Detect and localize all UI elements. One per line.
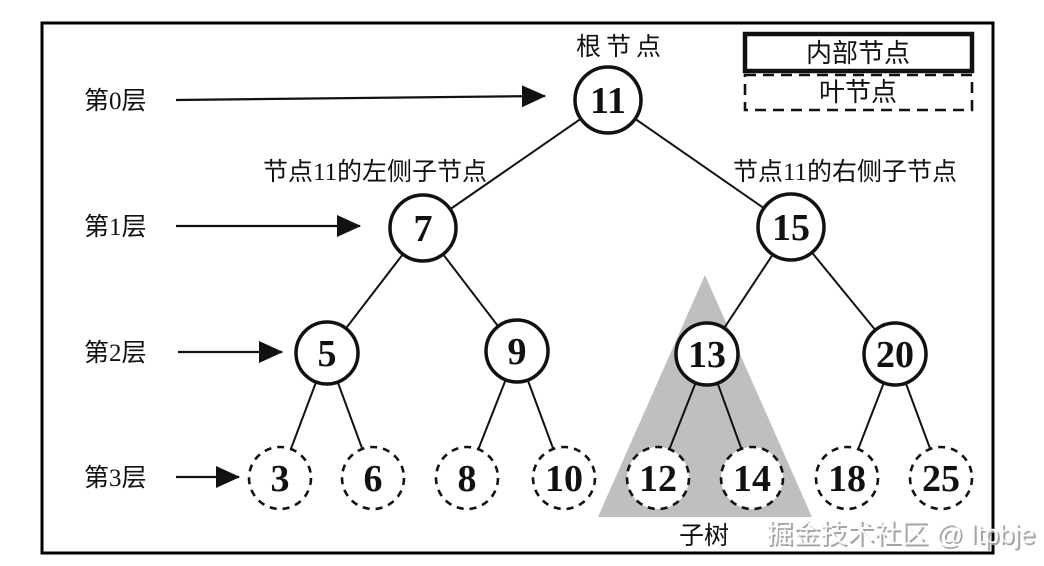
tree-node-13-value: 13 [688, 334, 726, 376]
level-1-label: 第1层 [84, 213, 147, 241]
tree-node-9 [484, 318, 550, 384]
level-3-label: 第3层 [84, 464, 147, 492]
tree-node-18-value: 18 [828, 458, 866, 500]
tree-node-12 [625, 445, 691, 511]
tree-node-6 [340, 445, 406, 511]
edge-11-15 [607, 99, 792, 228]
tree-node-20-value: 20 [876, 334, 914, 376]
level-2-label: 第2层 [84, 339, 147, 367]
tree-node-13 [674, 321, 740, 387]
tree-node-7 [388, 193, 458, 263]
tree-node-5 [294, 320, 360, 386]
legend-internal-box [742, 31, 975, 74]
level-0-arrow [175, 85, 547, 108]
watermark-shadow: 掘金技术社区 @ ltpbje [768, 521, 1037, 551]
tree-node-3-value: 3 [271, 458, 290, 500]
tree-node-20 [862, 321, 928, 387]
root-annotation: 根节点 [576, 33, 666, 61]
tree-node-25 [908, 445, 974, 511]
left-child-annotation: 节点11的左侧子节点 [263, 158, 487, 186]
tree-node-15-value: 15 [772, 207, 810, 249]
tree-node-14 [719, 445, 785, 511]
tree-node-11-value: 11 [590, 80, 626, 122]
legend-internal-label: 内部节点 [806, 39, 910, 68]
tree-node-8-value: 8 [458, 458, 477, 500]
right-child-annotation: 节点11的右侧子节点 [733, 158, 957, 186]
watermark: 掘金技术社区 @ ltpbje [766, 519, 1035, 549]
tree-node-3 [247, 445, 313, 511]
tree-node-5-value: 5 [318, 333, 337, 375]
tree-node-10-value: 10 [545, 458, 583, 500]
tree-node-25-value: 25 [922, 458, 960, 500]
tree-node-7-value: 7 [414, 208, 433, 250]
edge-11-7 [422, 99, 609, 229]
tree-node-11 [573, 65, 643, 135]
tree-node-14-value: 14 [733, 458, 771, 500]
legend-leaf-label: 叶节点 [819, 78, 897, 107]
subtree-label: 子树 [679, 522, 729, 550]
tree-node-6-value: 6 [364, 458, 383, 500]
level-0-label: 第0层 [84, 87, 147, 115]
tree-node-12-value: 12 [639, 458, 677, 500]
tree-node-10 [531, 445, 597, 511]
tree-node-9-value: 9 [508, 331, 527, 373]
tree-node-8 [434, 445, 500, 511]
tree-node-18 [814, 445, 880, 511]
tree-node-15 [756, 192, 826, 262]
legend-leaf-box [743, 73, 974, 112]
